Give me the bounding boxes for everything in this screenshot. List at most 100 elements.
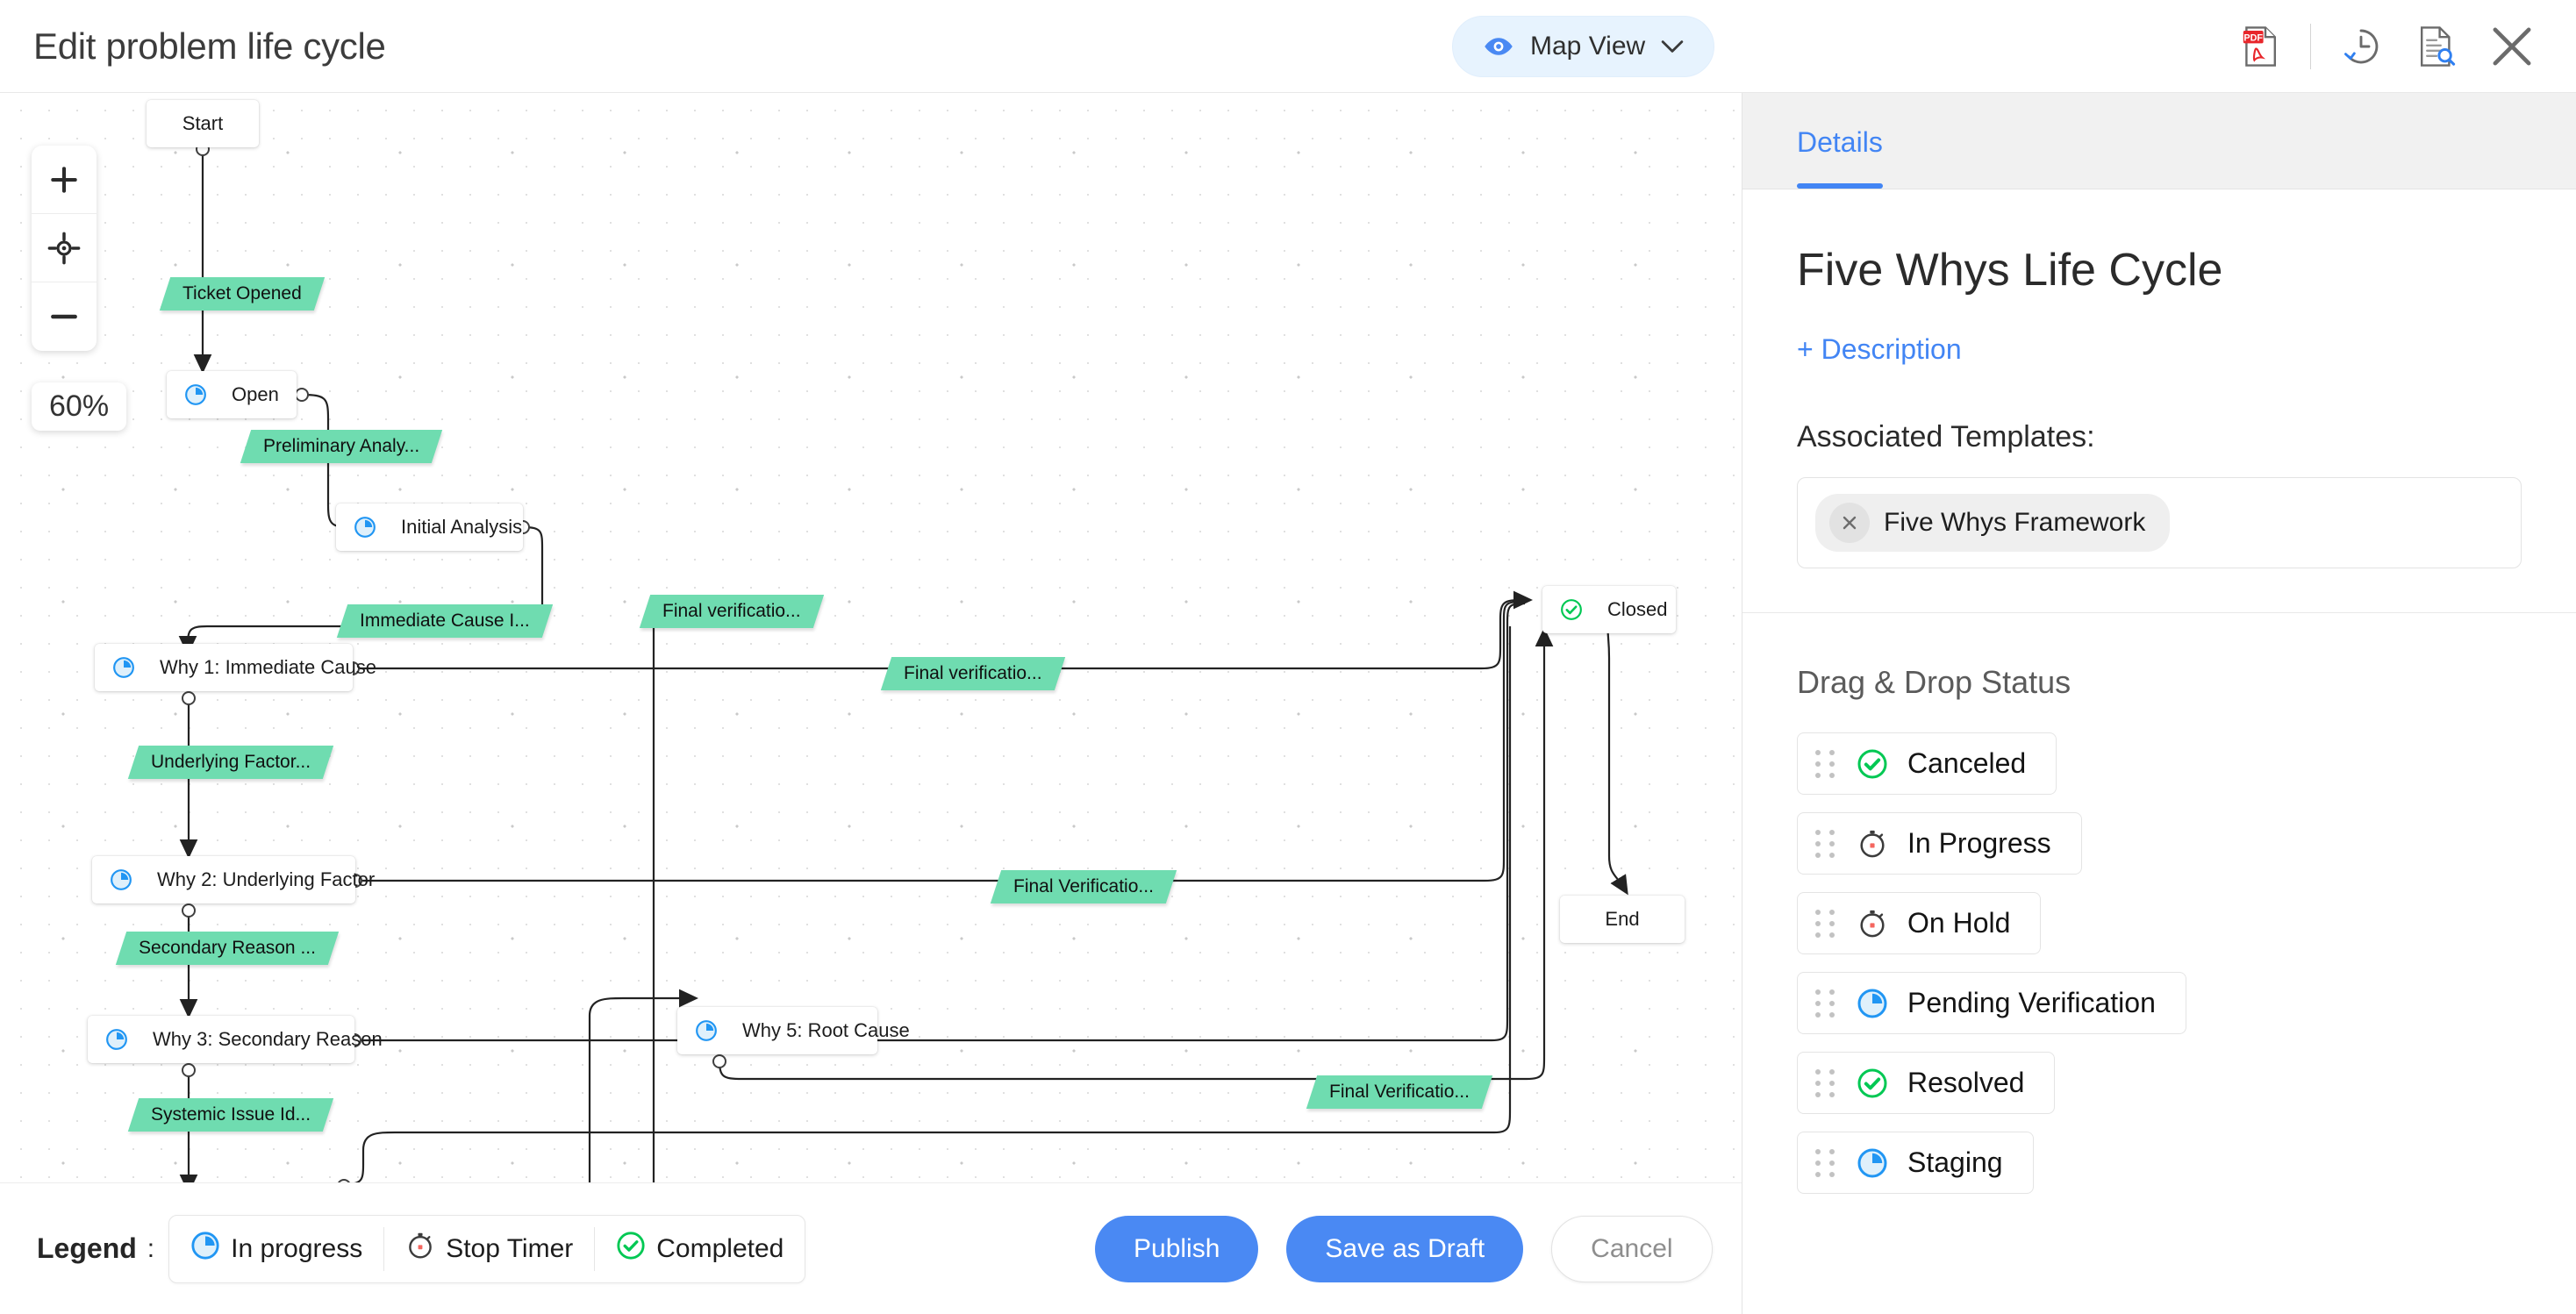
legend-label: Legend [37,1232,137,1264]
cancel-button[interactable]: Cancel [1551,1215,1713,1282]
drag-handle-icon[interactable] [1815,989,1837,1018]
completed-icon [616,1231,646,1268]
page-header: Edit problem life cycle Map View [0,0,2576,93]
legend-item-label: Completed [656,1233,784,1263]
status-item-pending-verification[interactable]: Pending Verification [1797,972,2186,1034]
bottom-buttons: Publish Save as Draft Cancel [1095,1215,1713,1282]
edge-label-text: Systemic Issue Id... [151,1104,311,1125]
node-label: Open [232,383,279,405]
pdf-export-button[interactable]: PDF [2222,9,2298,84]
workflow-canvas[interactable]: Start Open Initial Analysis Why 1: Immed… [0,93,1742,1182]
completed-icon [1857,1068,1888,1099]
edge-label-text: Secondary Reason ... [139,938,316,958]
in-progress-icon [695,1019,718,1042]
status-item-label: Canceled [1907,747,2027,779]
template-chip[interactable]: Five Whys Framework [1815,494,2171,552]
node-label: Why 2: Underlying Factor [157,868,376,890]
template-chip-label: Five Whys Framework [1884,508,2146,537]
zoom-out-button[interactable] [32,282,97,351]
status-item-staging[interactable]: Staging [1797,1132,2034,1194]
node-why3[interactable]: Why 3: Secondary Reason [88,1016,383,1063]
node-why2[interactable]: Why 2: Underlying Factor [92,856,375,903]
close-button[interactable] [2474,9,2550,84]
save-as-draft-button[interactable]: Save as Draft [1286,1215,1524,1282]
edge-label-text: Final verificatio... [904,663,1042,683]
completed-icon [1560,598,1583,621]
status-item-on-hold[interactable]: On Hold [1797,892,2042,954]
in-progress-icon [184,383,207,406]
status-item-label: Staging [1907,1146,2003,1178]
edge-label[interactable]: Final verificatio... [880,657,1065,690]
completed-icon [1857,748,1888,780]
in-progress-icon [105,1028,128,1051]
svg-text:PDF: PDF [2243,32,2263,43]
associated-templates-heading: Associated Templates: [1797,420,2095,453]
node-why1[interactable]: Why 1: Immediate Cause [95,644,376,691]
document-search-button[interactable] [2399,9,2474,84]
edge-label[interactable]: Final Verificatio... [990,870,1177,903]
legend-item-completed: Completed [595,1227,805,1271]
status-item-label: Resolved [1907,1067,2025,1098]
stop-timer-icon [1857,828,1888,860]
zoom-in-button[interactable] [32,146,97,214]
document-search-icon [2421,26,2456,67]
in-progress-icon [354,516,376,539]
add-description-link[interactable]: + Description [1797,333,1962,365]
legend-item-stop-timer: Stop Timer [384,1226,596,1271]
panel-title: Five Whys Life Cycle [1797,245,2223,296]
drag-handle-icon[interactable] [1815,1068,1837,1097]
edge-label[interactable]: Immediate Cause I... [336,604,553,638]
status-list: Canceled In Progress [1797,732,2522,1194]
edge-label-text: Final Verificatio... [1013,876,1154,896]
edge-label-text: Immediate Cause I... [360,611,530,631]
node-label: Initial Analysis [401,516,523,538]
page-title: Edit problem life cycle [33,25,386,67]
panel-divider [1742,612,2576,613]
drag-handle-icon[interactable] [1815,1148,1837,1177]
edge-label[interactable]: Final verificatio... [639,595,824,628]
node-initial-analysis[interactable]: Initial Analysis [336,503,523,551]
edge-label[interactable]: Systemic Issue Id... [127,1098,334,1132]
in-progress-icon [110,868,132,891]
edge-label[interactable]: Final Verificatio... [1306,1075,1493,1109]
status-item-canceled[interactable]: Canceled [1797,732,2057,795]
associated-templates-field[interactable]: Five Whys Framework [1797,477,2522,568]
zoom-level-indicator: 60% [32,382,127,431]
legend-colon: : [147,1233,155,1263]
edge-label-text: Final Verificatio... [1329,1082,1470,1102]
node-start[interactable]: Start [147,100,259,147]
status-item-label: On Hold [1907,907,2011,939]
edge-label[interactable]: Preliminary Analy... [240,430,443,463]
edge-label[interactable]: Ticket Opened [159,277,325,311]
status-item-label: In Progress [1907,827,2051,859]
tab-details[interactable]: Details [1797,126,1883,189]
edge-label[interactable]: Secondary Reason ... [115,932,340,965]
canvas-grid-background [0,93,1742,1182]
node-label: Closed [1607,598,1668,620]
drag-handle-icon[interactable] [1815,909,1837,938]
publish-button[interactable]: Publish [1095,1215,1259,1282]
remove-chip-icon[interactable] [1829,503,1870,543]
header-divider [2310,24,2311,69]
map-view-dropdown[interactable]: Map View [1452,16,1715,77]
plus-icon [51,166,77,193]
edge-label[interactable]: Underlying Factor... [127,746,334,779]
node-open[interactable]: Open [167,371,297,418]
edge-label-text: Ticket Opened [182,283,302,304]
in-progress-icon [190,1231,220,1268]
legend-item-in-progress: In progress [169,1226,385,1271]
drag-handle-icon[interactable] [1815,829,1837,858]
zoom-recenter-button[interactable] [32,214,97,282]
status-item-in-progress[interactable]: In Progress [1797,812,2082,875]
status-item-resolved[interactable]: Resolved [1797,1052,2056,1114]
drag-handle-icon[interactable] [1815,749,1837,778]
stop-timer-icon [405,1231,435,1268]
node-label: Start [182,112,224,134]
history-button[interactable] [2323,9,2399,84]
node-why5[interactable]: Why 5: Root Cause [677,1007,910,1054]
details-panel: Details Five Whys Life Cycle + Descripti… [1742,93,2576,1314]
stop-timer-icon [1857,908,1888,939]
node-closed[interactable]: Closed [1542,586,1676,633]
node-end[interactable]: End [1560,896,1685,943]
